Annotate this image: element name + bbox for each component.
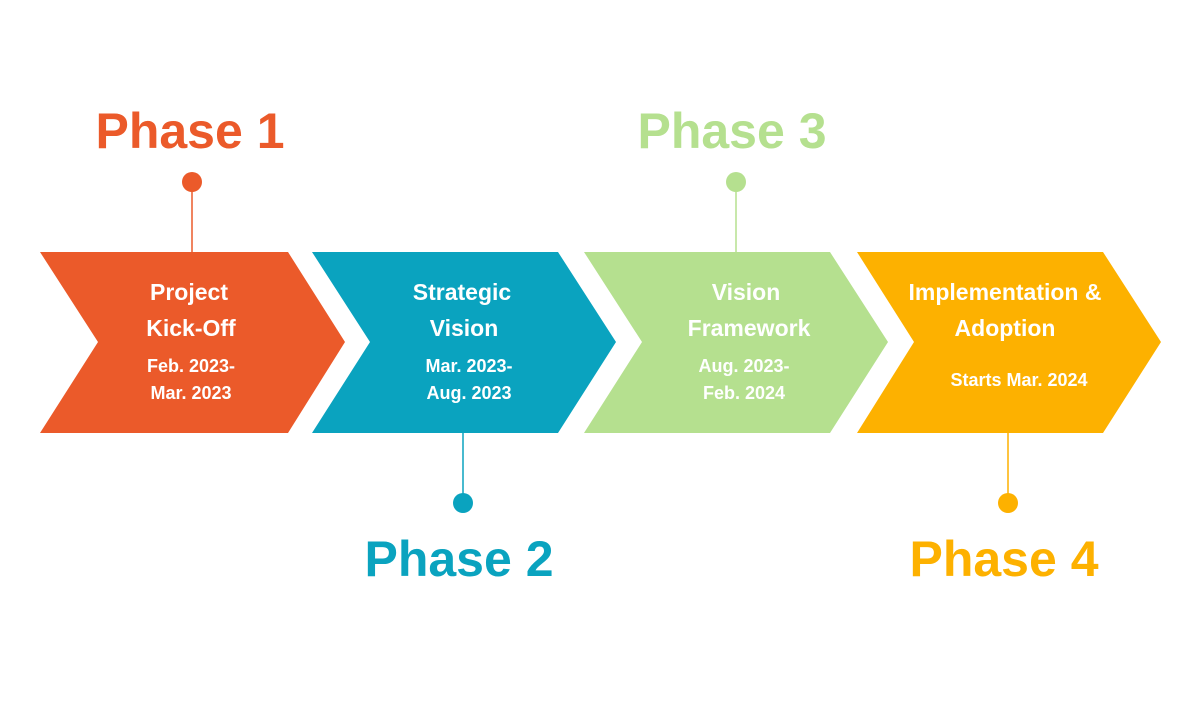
phase-3-label: Phase 3	[637, 103, 826, 159]
phase-4-title-line-1: Implementation &	[909, 279, 1102, 305]
phase-4-chevron	[857, 252, 1161, 433]
phase-2-title-line-1: Strategic	[413, 279, 512, 305]
phase-1-group: Phase 1 Project Kick-Off Feb. 2023- Mar.…	[40, 103, 345, 433]
phase-4-label: Phase 4	[909, 531, 1098, 587]
phase-1-chevron	[40, 252, 345, 433]
phase-1-title-line-2: Kick-Off	[146, 315, 236, 341]
phase-3-date-line-2: Feb. 2024	[703, 383, 785, 403]
phase-3-chevron	[584, 252, 888, 433]
phase-1-label: Phase 1	[95, 103, 284, 159]
phase-1-date-line-2: Mar. 2023	[150, 383, 231, 403]
phase-2-dot	[453, 493, 473, 513]
phase-2-chevron	[312, 252, 616, 433]
phase-4-date-line-1: Starts Mar. 2024	[950, 370, 1087, 390]
phase-4-dot	[998, 493, 1018, 513]
phase-1-date-line-1: Feb. 2023-	[147, 356, 235, 376]
phase-3-title-line-2: Framework	[688, 315, 811, 341]
phase-2-title-line-2: Vision	[430, 315, 499, 341]
phase-1-title-line-1: Project	[150, 279, 228, 305]
phase-2-label: Phase 2	[364, 531, 553, 587]
phase-3-group: Phase 3 Vision Framework Aug. 2023- Feb.…	[584, 103, 888, 433]
phase-1-dot	[182, 172, 202, 192]
phase-3-title-line-1: Vision	[712, 279, 781, 305]
phase-2-group: Phase 2 Strategic Vision Mar. 2023- Aug.…	[312, 252, 616, 587]
phase-3-dot	[726, 172, 746, 192]
phase-3-date-line-1: Aug. 2023-	[698, 356, 789, 376]
phase-2-date-line-2: Aug. 2023	[426, 383, 511, 403]
phase-4-title-line-2: Adoption	[955, 315, 1056, 341]
phase-4-group: Phase 4 Implementation & Adoption Starts…	[857, 252, 1161, 587]
phase-2-date-line-1: Mar. 2023-	[425, 356, 512, 376]
